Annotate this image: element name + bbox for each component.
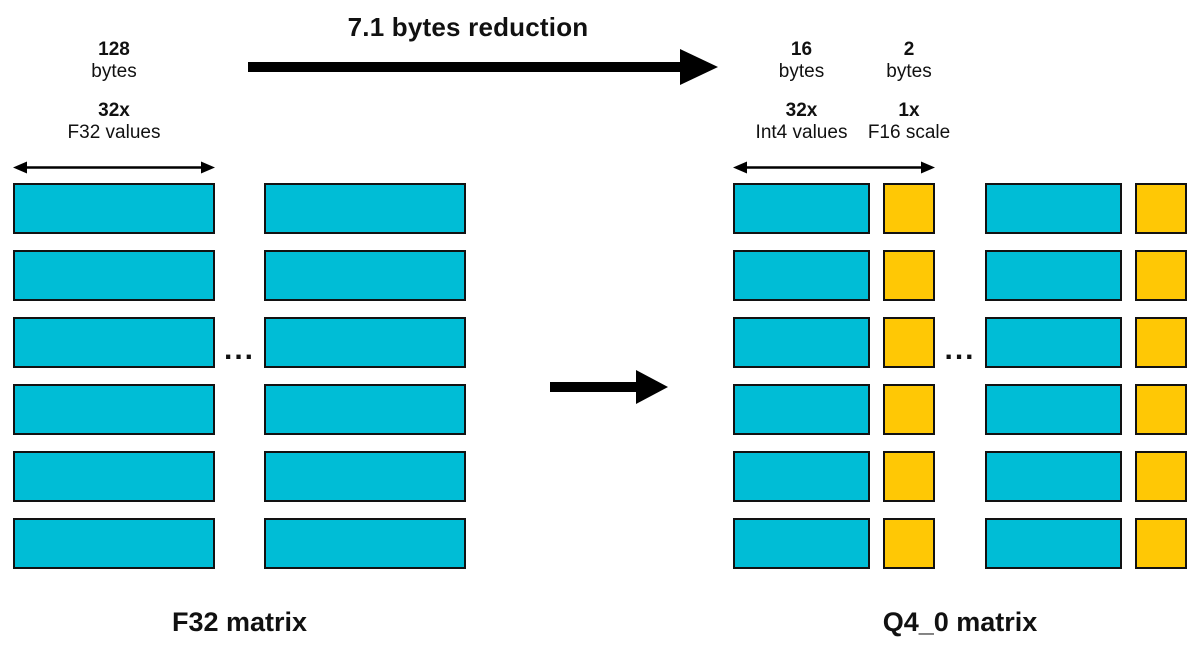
int4-values-block — [985, 183, 1122, 234]
f16-scale-block — [883, 518, 935, 569]
f32-values-block — [264, 317, 466, 368]
f32-block-row — [13, 384, 215, 435]
f32-block-row — [264, 317, 466, 368]
f32-block-row — [13, 518, 215, 569]
f32-block-row — [264, 384, 466, 435]
q4-block-row — [733, 451, 935, 502]
f16-scale-block — [1135, 250, 1187, 301]
f32-values-block — [264, 451, 466, 502]
f32-block-row — [13, 451, 215, 502]
reduction-title: 7.1 bytes reduction — [347, 12, 589, 42]
scale-bytes-label: 2 bytes — [857, 39, 961, 83]
f32-values-block — [13, 183, 215, 234]
f32-matrix-column-1 — [13, 183, 215, 569]
f16-scale-block — [1135, 384, 1187, 435]
reduction-arrow-icon — [248, 49, 718, 85]
q4-block-row — [985, 384, 1187, 435]
q4-block-row — [733, 317, 935, 368]
int4-values-block — [733, 250, 870, 301]
f32-values-block — [13, 451, 215, 502]
f32-values-block — [13, 518, 215, 569]
q4-block-row — [733, 183, 935, 234]
q4-block-row — [733, 384, 935, 435]
int4-count-label: 32x Int4 values — [733, 100, 870, 144]
f16-scale-block — [883, 250, 935, 301]
f32-values-block — [264, 384, 466, 435]
f16-scale-block — [883, 317, 935, 368]
int4-bytes-value: 16 — [790, 39, 813, 60]
int4-bytes-unit: bytes — [778, 61, 825, 82]
q4-block-row — [985, 317, 1187, 368]
f32-count-unit: F32 values — [67, 122, 161, 143]
f32-values-block — [264, 183, 466, 234]
scale-count-label: 1x F16 scale — [857, 100, 961, 144]
f32-values-block — [264, 518, 466, 569]
f32-bytes-label: 128 bytes — [13, 39, 215, 83]
q4-matrix-ellipsis: ... — [944, 333, 976, 366]
scale-count-value: 1x — [898, 100, 920, 121]
int4-bytes-label: 16 bytes — [733, 39, 870, 83]
int4-values-block — [985, 317, 1122, 368]
scale-count-unit: F16 scale — [867, 122, 951, 143]
f32-count-label: 32x F32 values — [13, 100, 215, 144]
int4-values-block — [733, 317, 870, 368]
q4-matrix-column-2 — [985, 183, 1187, 569]
q4-block-row — [985, 250, 1187, 301]
f32-block-row — [13, 183, 215, 234]
q4-block-row — [733, 250, 935, 301]
f32-count-value: 32x — [98, 100, 130, 121]
f32-width-measure-arrow-icon — [13, 161, 215, 174]
f32-block-row — [13, 250, 215, 301]
q4-block-row — [733, 518, 935, 569]
q4-block-row — [985, 183, 1187, 234]
f32-values-block — [13, 250, 215, 301]
q4-block-row — [985, 451, 1187, 502]
f32-block-row — [264, 250, 466, 301]
int4-count-unit: Int4 values — [755, 122, 848, 143]
transform-arrow-icon — [550, 370, 668, 404]
f16-scale-block — [1135, 183, 1187, 234]
int4-count-value: 32x — [785, 100, 818, 121]
f32-values-block — [13, 317, 215, 368]
int4-values-block — [985, 384, 1122, 435]
int4-values-block — [985, 250, 1122, 301]
scale-bytes-unit: bytes — [886, 61, 932, 82]
q4-matrix-caption: Q4_0 matrix — [882, 607, 1038, 637]
f32-values-block — [264, 250, 466, 301]
f16-scale-block — [883, 384, 935, 435]
f16-scale-block — [883, 451, 935, 502]
f16-scale-block — [1135, 518, 1187, 569]
f16-scale-block — [1135, 451, 1187, 502]
f32-matrix-caption: F32 matrix — [171, 607, 308, 637]
q4-matrix-column-1 — [733, 183, 935, 569]
int4-values-block — [733, 451, 870, 502]
int4-values-block — [985, 518, 1122, 569]
f32-block-row — [264, 451, 466, 502]
f16-scale-block — [883, 183, 935, 234]
scale-bytes-value: 2 — [903, 39, 915, 60]
f16-scale-block — [1135, 317, 1187, 368]
f32-values-block — [13, 384, 215, 435]
f32-bytes-unit: bytes — [91, 61, 137, 82]
f32-matrix-ellipsis: ... — [223, 333, 255, 366]
q4-block-row — [985, 518, 1187, 569]
q4-width-measure-arrow-icon — [733, 161, 935, 174]
f32-block-row — [13, 317, 215, 368]
f32-matrix-column-2 — [264, 183, 466, 569]
int4-values-block — [733, 518, 870, 569]
f32-block-row — [264, 518, 466, 569]
int4-values-block — [985, 451, 1122, 502]
f32-bytes-value: 128 — [98, 39, 130, 60]
int4-values-block — [733, 183, 870, 234]
int4-values-block — [733, 384, 870, 435]
f32-block-row — [264, 183, 466, 234]
